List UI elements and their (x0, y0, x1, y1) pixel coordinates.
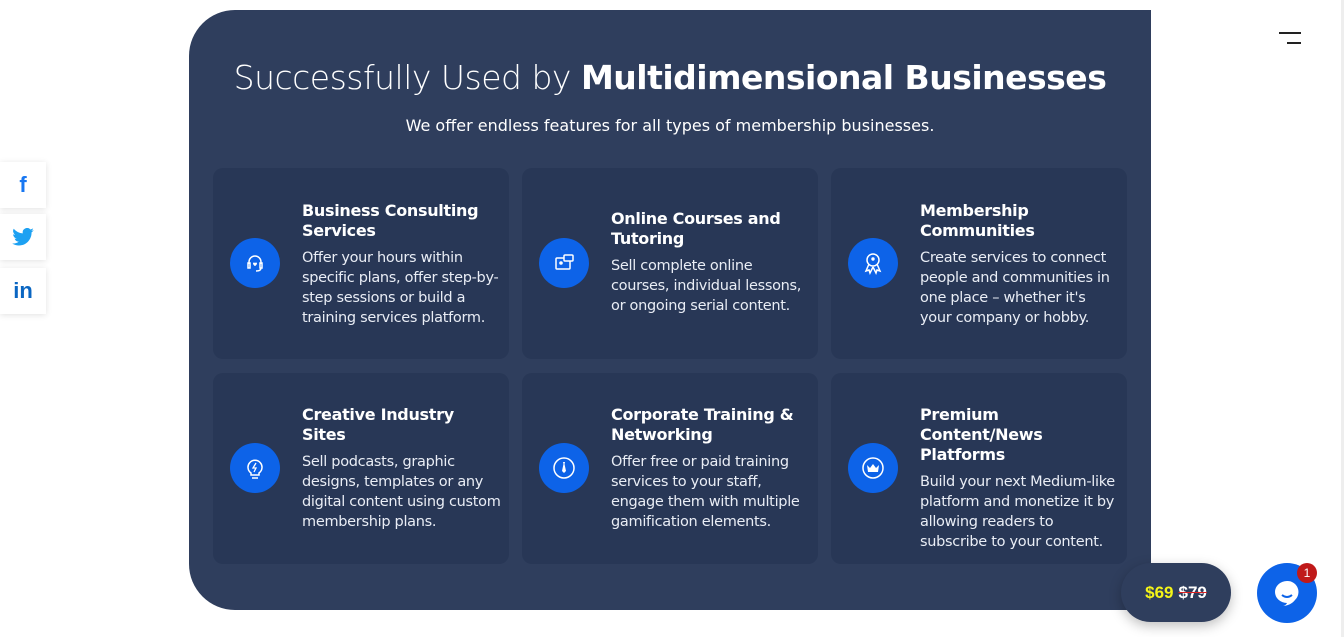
card-title: Business Consulting Services (302, 201, 479, 240)
facebook-share-button[interactable]: f (0, 162, 46, 208)
twitter-icon (12, 228, 34, 246)
old-price: $79 (1178, 582, 1207, 602)
linkedin-share-button[interactable]: in (0, 268, 46, 314)
section-title: Successfully Used by Multidimensional Bu… (189, 58, 1151, 97)
menu-button[interactable] (1279, 32, 1301, 52)
card-title: Premium Content/News Platforms (920, 405, 1043, 464)
facebook-icon: f (19, 172, 27, 197)
crown-icon (848, 443, 898, 493)
card-description: Sell podcasts, graphic designs, template… (302, 454, 501, 530)
card-title: Membership Communities (920, 201, 1035, 240)
card-description: Offer free or paid training services to … (611, 454, 800, 530)
headset-icon (230, 238, 280, 288)
title-light: Successfully Used by (233, 58, 581, 97)
card-title: Online Courses and Tutoring (611, 209, 781, 248)
card-description: Offer your hours within specific plans, … (302, 250, 499, 326)
section-subtitle: We offer endless features for all types … (405, 116, 935, 135)
card-description: Build your next Medium-like platform and… (920, 474, 1115, 550)
title-bold: Multidimensional Businesses (580, 58, 1107, 97)
linkedin-icon: in (13, 278, 33, 303)
tie-icon (539, 443, 589, 493)
chat-icon (1275, 580, 1299, 606)
pricing-button[interactable]: $69$79 (1121, 563, 1231, 622)
price: $69 (1145, 582, 1174, 602)
notification-badge: 1 (1297, 563, 1317, 583)
card-description: Sell complete online courses, individual… (611, 258, 802, 314)
card-description: Create services to connect people and co… (920, 250, 1110, 326)
card-title: Corporate Training & Networking (611, 405, 794, 444)
online-course-icon (539, 238, 589, 288)
card-title: Creative Industry Sites (302, 405, 454, 444)
twitter-share-button[interactable] (0, 214, 46, 260)
lightbulb-icon (230, 443, 280, 493)
award-member-icon (848, 238, 898, 288)
scrollbar[interactable] (1341, 0, 1344, 637)
